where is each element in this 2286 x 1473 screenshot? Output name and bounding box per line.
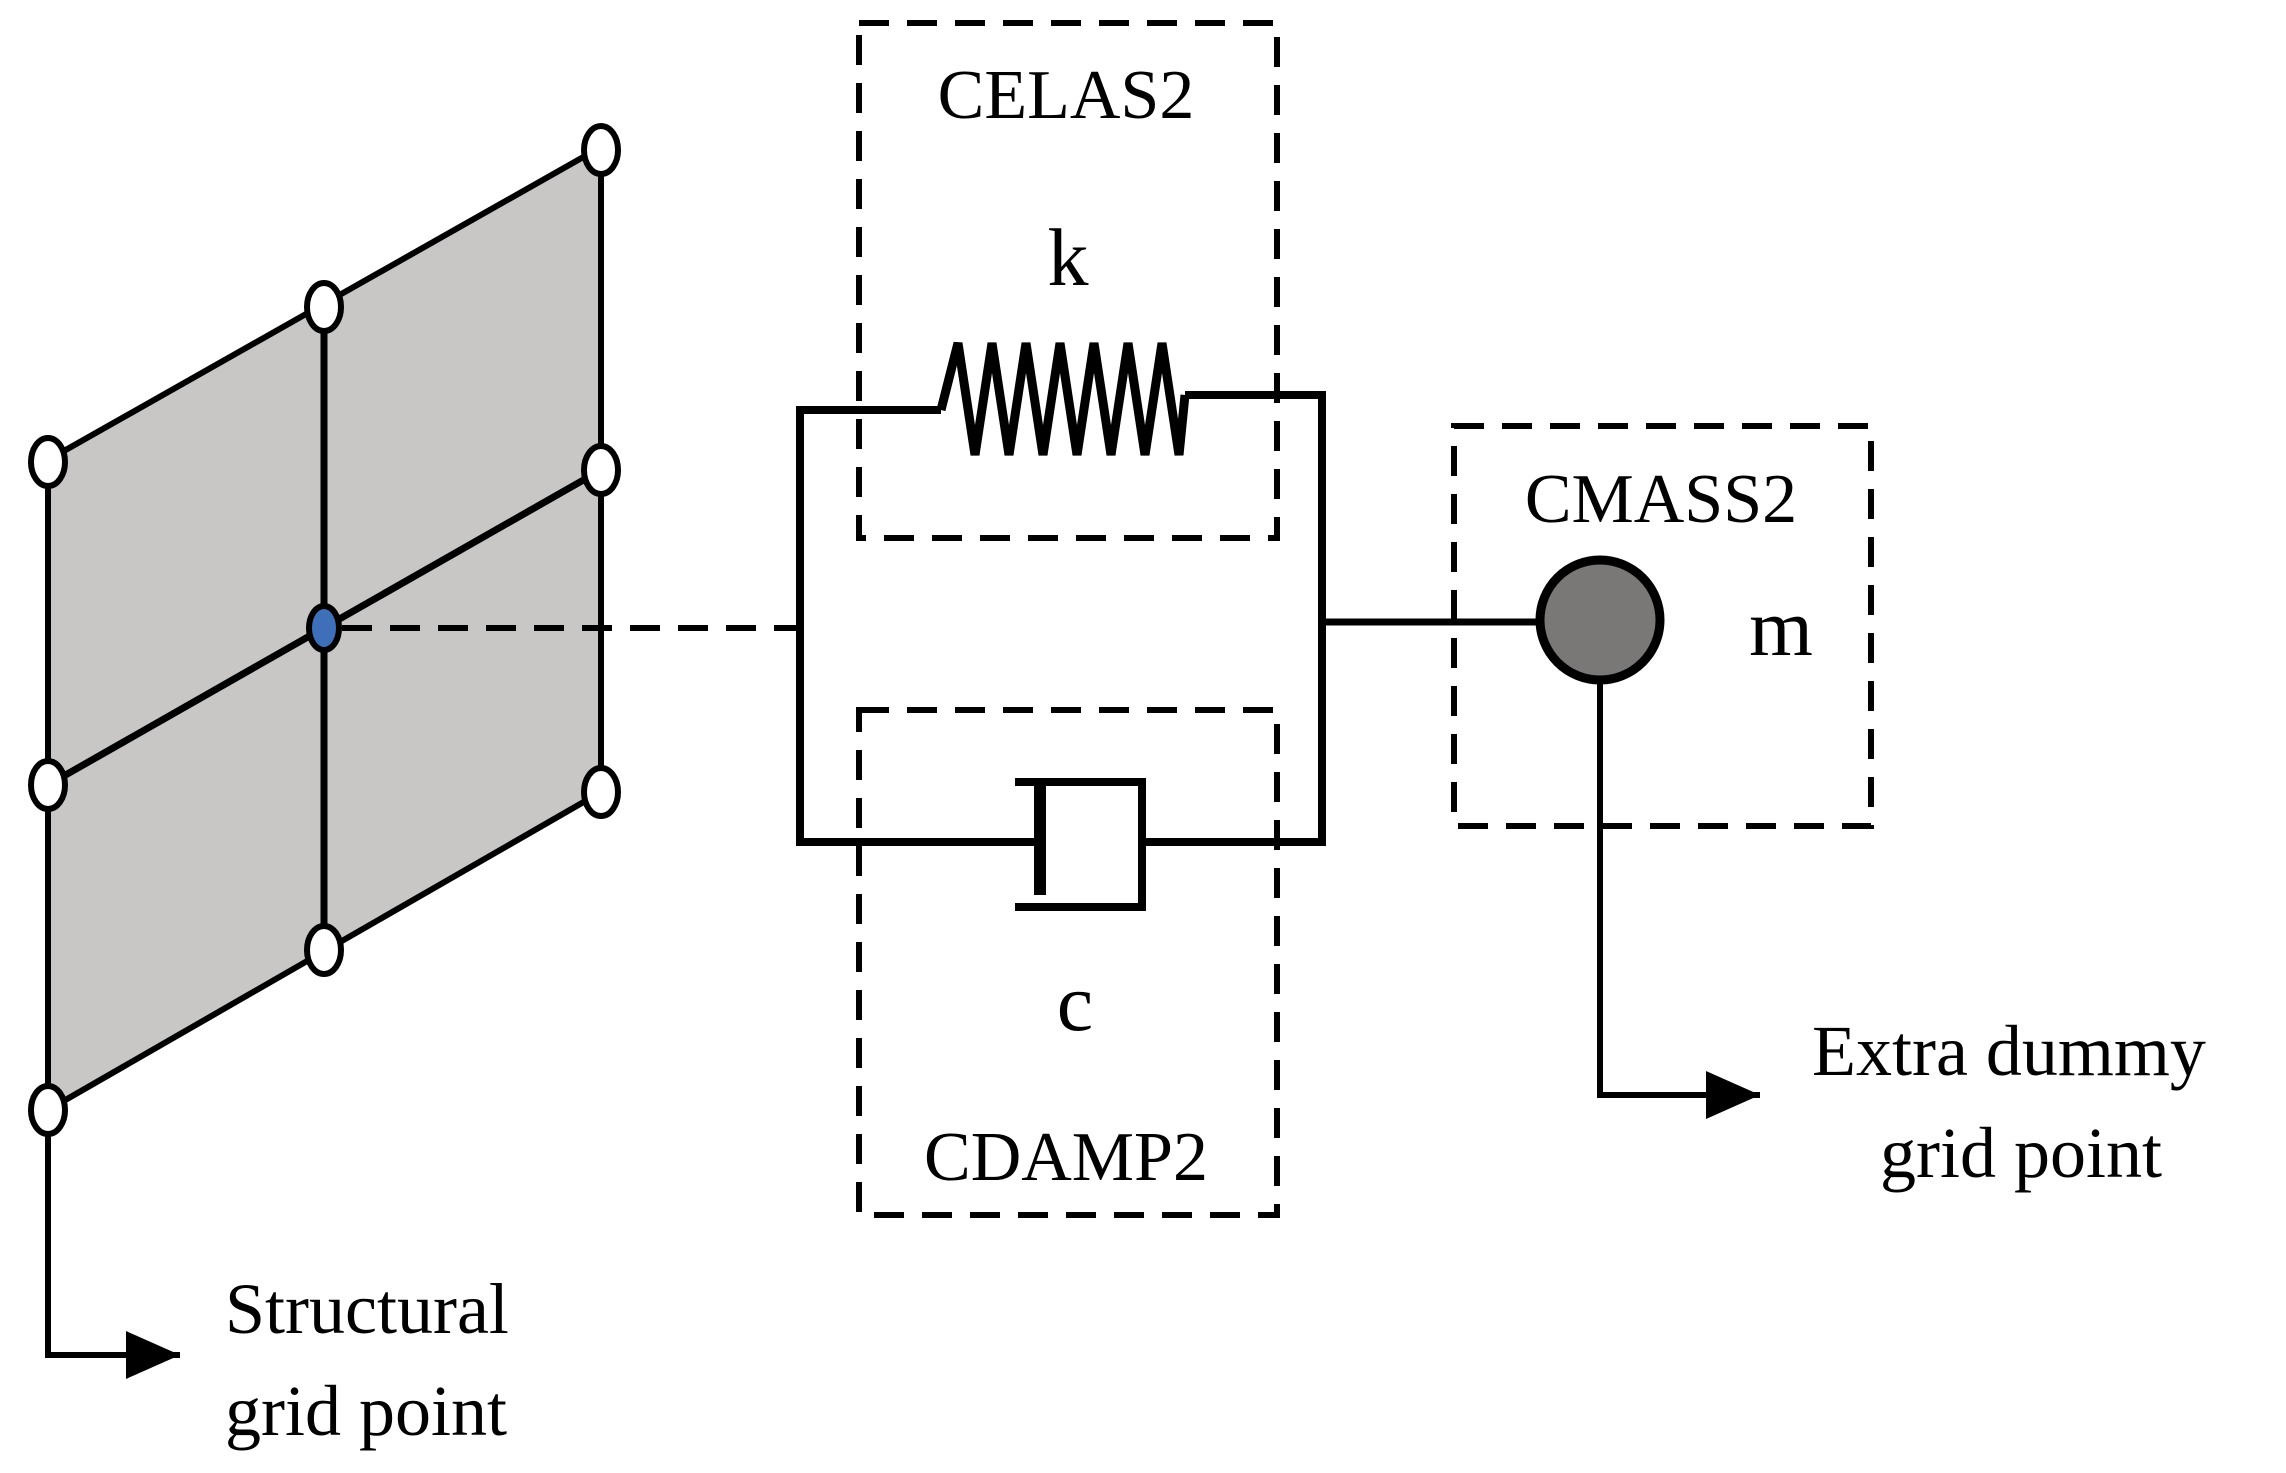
- mass-node: [1535, 555, 1665, 685]
- stiffness-symbol: k: [1048, 212, 1089, 303]
- grid-node: [581, 123, 621, 177]
- grid-node: [28, 435, 68, 489]
- grid-node: [304, 923, 344, 977]
- cdamp2-label: CDAMP2: [924, 1119, 1208, 1196]
- structural-label-line2: grid point: [225, 1371, 507, 1451]
- grid-node: [581, 443, 621, 497]
- cdamp2-box: c CDAMP2: [856, 707, 1280, 1218]
- structural-grid-point-callout: Structural grid point: [45, 1135, 509, 1451]
- extra-dummy-label-line1: Extra dummy: [1812, 1011, 2206, 1091]
- structural-plate: [28, 123, 621, 1137]
- grid-node: [304, 280, 344, 334]
- cmass2-box: CMASS2 m: [1451, 423, 1874, 829]
- grid-node: [28, 1083, 68, 1137]
- callout-arrow: [1597, 682, 1760, 1119]
- extra-dummy-grid-point-callout: Extra dummy grid point: [1597, 682, 2206, 1193]
- celas2-label: CELAS2: [938, 57, 1195, 134]
- damping-symbol: c: [1057, 957, 1093, 1048]
- cmass2-label: CMASS2: [1525, 461, 1797, 538]
- grid-node: [28, 758, 68, 812]
- parallel-spring-damper: [796, 341, 1326, 911]
- structural-label-line1: Structural: [225, 1269, 509, 1349]
- celas2-dashed-border: [856, 20, 1280, 541]
- grid-node: [581, 765, 621, 819]
- callout-arrow: [45, 1135, 180, 1379]
- spring-symbol: [936, 341, 1190, 456]
- cdamp2-dashed-border: [856, 707, 1280, 1218]
- frame-right: [1142, 391, 1326, 846]
- frame-left-and-bottom: [796, 406, 1040, 846]
- center-grid-node: [306, 603, 342, 653]
- mass-symbol: m: [1749, 582, 1813, 673]
- damper-cylinder: [1015, 778, 1146, 911]
- celas2-box: CELAS2 k: [856, 20, 1280, 541]
- extra-dummy-label-line2: grid point: [1880, 1113, 2162, 1193]
- cmass2-dashed-border: [1451, 423, 1874, 829]
